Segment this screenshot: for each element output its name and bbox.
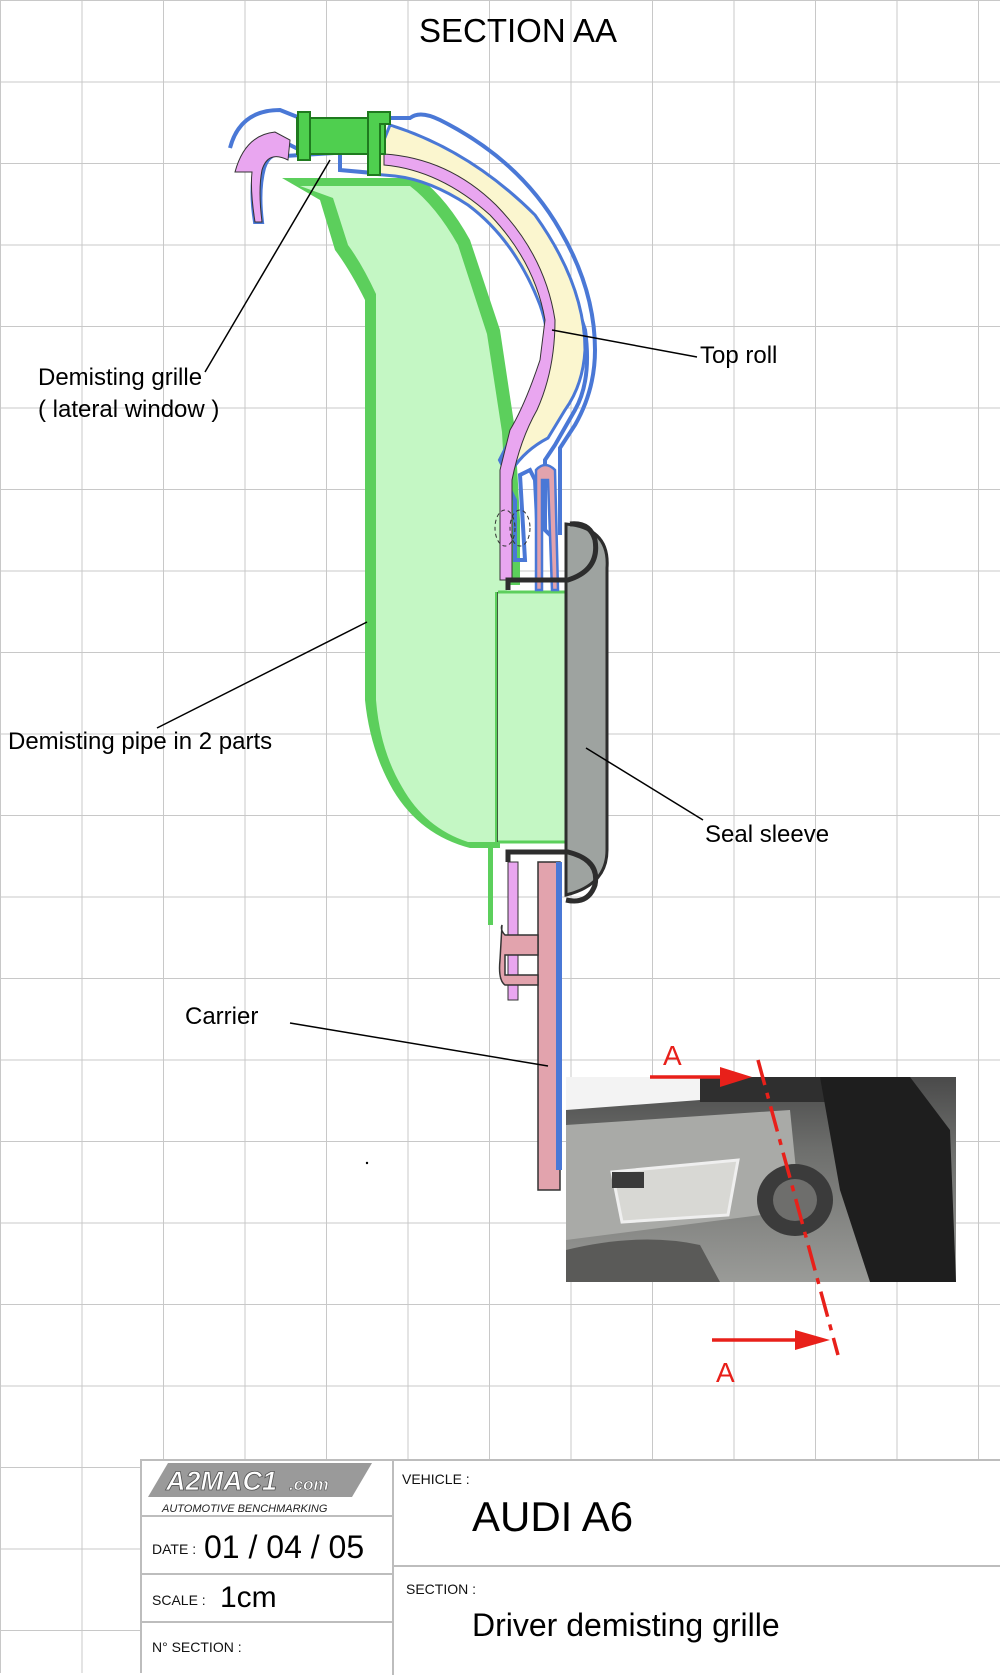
date-cell: DATE : 01 / 04 / 05 — [142, 1517, 394, 1575]
label-demisting-grille-sub: ( lateral window ) — [38, 396, 219, 423]
title-block: A2MAC1 .com AUTOMOTIVE BENCHMARKING DATE… — [140, 1459, 1000, 1675]
section-label: SECTION : — [406, 1581, 477, 1597]
pink-layer — [234, 131, 556, 1001]
section-line — [650, 1059, 840, 1356]
section-mark-bottom: A — [716, 1357, 735, 1388]
demisting-grille — [296, 111, 391, 176]
carrier — [498, 463, 562, 1191]
vehicle-label: VEHICLE : — [402, 1471, 470, 1487]
logo-text: A2MAC1 — [165, 1466, 277, 1496]
a2mac1-logo: A2MAC1 .com AUTOMOTIVE BENCHMARKING — [142, 1463, 392, 1517]
section-number-label: N° SECTION : — [152, 1639, 242, 1655]
logo-tagline: AUTOMOTIVE BENCHMARKING — [161, 1503, 328, 1515]
label-seal-sleeve: Seal sleeve — [705, 821, 829, 848]
scale-label: SCALE : — [152, 1592, 206, 1608]
hidden-clip-detail — [494, 509, 531, 547]
scale-cell: SCALE : 1cm — [142, 1575, 394, 1623]
section-number-cell: N° SECTION : — [142, 1623, 394, 1675]
section-title: SECTION AA — [419, 12, 617, 49]
photo-inset — [566, 1077, 956, 1282]
logo-cell: A2MAC1 .com AUTOMOTIVE BENCHMARKING — [142, 1461, 394, 1517]
leader-lines — [156, 159, 704, 1067]
demisting-pipe — [282, 178, 568, 925]
scale-value: 1cm — [220, 1581, 277, 1614]
vehicle-value: AUDI A6 — [472, 1493, 634, 1540]
label-demisting-grille: Demisting grille — [38, 364, 202, 391]
section-cell: SECTION : Driver demisting grille — [394, 1567, 1000, 1675]
label-carrier: Carrier — [185, 1003, 258, 1030]
date-value: 01 / 04 / 05 — [204, 1529, 365, 1565]
section-mark-top: A — [663, 1040, 682, 1071]
label-top-roll: Top roll — [700, 342, 777, 369]
vehicle-cell: VEHICLE : AUDI A6 — [394, 1461, 1000, 1567]
date-label: DATE : — [152, 1541, 197, 1557]
label-demisting-pipe: Demisting pipe in 2 parts — [8, 728, 272, 755]
stray-dot — [365, 1161, 369, 1165]
seal-sleeve — [505, 521, 609, 904]
section-value: Driver demisting grille — [472, 1607, 780, 1643]
logo-suffix: .com — [289, 1475, 329, 1494]
